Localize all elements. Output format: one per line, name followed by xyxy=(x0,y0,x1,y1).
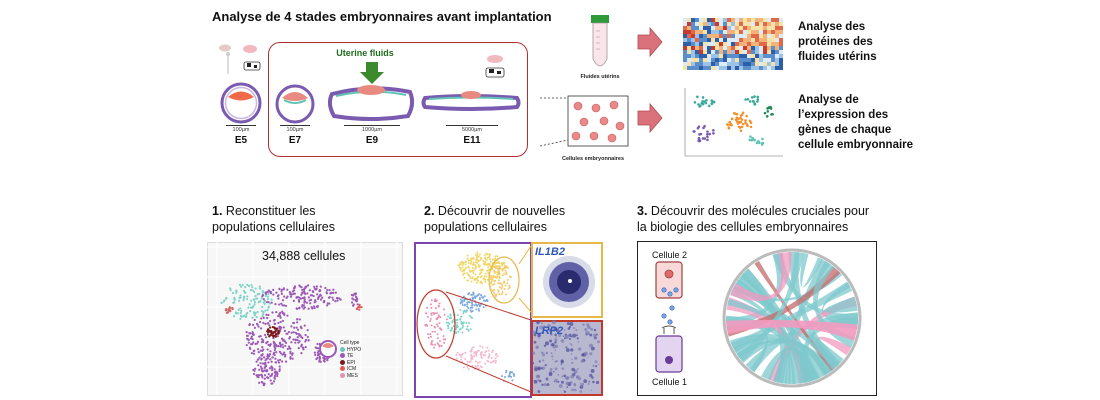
scale-bar-e9 xyxy=(344,125,400,126)
animal-icons-left xyxy=(219,44,261,74)
gene-lrp2-label: LRP2 xyxy=(535,325,564,337)
fluids-label: Fluides utérins xyxy=(580,74,620,80)
scale-bar-e5 xyxy=(226,125,256,126)
arrow-genes-icon xyxy=(637,102,663,134)
protein-heatmap xyxy=(683,18,783,70)
cell-signaling-diagram xyxy=(655,261,683,373)
section-2-text: Découvrir de nouvelles populations cellu… xyxy=(424,204,566,234)
uterine-fluids-arrow-icon xyxy=(360,62,384,84)
proteins-analysis-title: Analyse des protéines des fluides utérin… xyxy=(798,21,877,63)
scale-e11: 5000µm xyxy=(462,127,482,133)
panel-1-embryo-icon xyxy=(319,340,337,358)
section-1-number: 1. xyxy=(212,204,223,218)
legend-item-mes: MES xyxy=(340,373,361,380)
cell-count: 34,888 cellules xyxy=(262,249,346,263)
cell-1-label: Cellule 1 xyxy=(652,377,688,387)
cell-type-legend: Cell type HYPO TE EPI ICM MES xyxy=(340,340,361,379)
legend-item-te: TE xyxy=(340,353,361,360)
section-1-heading: 1. Reconstituer les populations cellulai… xyxy=(212,203,402,235)
section-2-heading: 2. Découvrir de nouvelles populations ce… xyxy=(424,203,624,235)
scale-e9: 1000µm xyxy=(362,127,382,133)
cell-2-label: Cellule 2 xyxy=(652,250,688,260)
embryo-e7 xyxy=(275,84,315,124)
legend-item-icm: ICM xyxy=(340,366,361,373)
test-tube-icon xyxy=(591,15,609,67)
chord-diagram xyxy=(722,248,862,388)
embryo-e5 xyxy=(220,82,262,124)
legend-title: Cell type xyxy=(340,340,360,346)
gene-il1b2-label: IL1B2 xyxy=(535,246,565,258)
section-1-text: Reconstituer les populations cellulaires xyxy=(212,204,335,234)
section-2-number: 2. xyxy=(424,204,435,218)
section-3-heading: 3. Découvrir des molécules cruciales pou… xyxy=(637,203,907,235)
scale-e7: 100µm xyxy=(286,127,304,133)
section-3-text: Découvrir des molécules cruciales pour l… xyxy=(637,204,870,234)
embryo-e11 xyxy=(421,91,521,111)
zoom-connector-lines xyxy=(416,245,532,393)
legend-item-hypo: HYPO xyxy=(340,347,361,354)
embryonic-cells-box xyxy=(539,95,629,147)
scale-bar-e11 xyxy=(446,125,498,126)
panel-1-scatter xyxy=(207,242,401,398)
stage-label-e7: E7 xyxy=(288,135,302,146)
il1b2-staining xyxy=(543,256,595,308)
cells-label: Cellules embryonnaires xyxy=(561,156,625,162)
stage-label-e5: E5 xyxy=(234,135,248,146)
lrp2-staining xyxy=(531,320,600,393)
legend-item-epi: EPI xyxy=(340,360,361,367)
arrow-proteins-icon xyxy=(637,26,663,58)
figure-title: Analyse de 4 stades embryonnaires avant … xyxy=(212,9,552,24)
section-3-number: 3. xyxy=(637,204,648,218)
genes-analysis-title: Analyse de l’expression des gènes de cha… xyxy=(798,94,914,151)
scale-bar-e7 xyxy=(280,125,310,126)
stage-label-e11: E11 xyxy=(463,135,481,146)
embryo-e9 xyxy=(327,85,415,121)
animal-icons-right xyxy=(485,55,505,78)
gene-expression-scatter xyxy=(684,88,783,157)
stage-label-e9: E9 xyxy=(365,135,379,146)
scale-e5: 100µm xyxy=(232,127,250,133)
uterine-fluids-label: Uterine fluids xyxy=(336,48,394,58)
stages-e7-e11-box xyxy=(268,42,528,157)
